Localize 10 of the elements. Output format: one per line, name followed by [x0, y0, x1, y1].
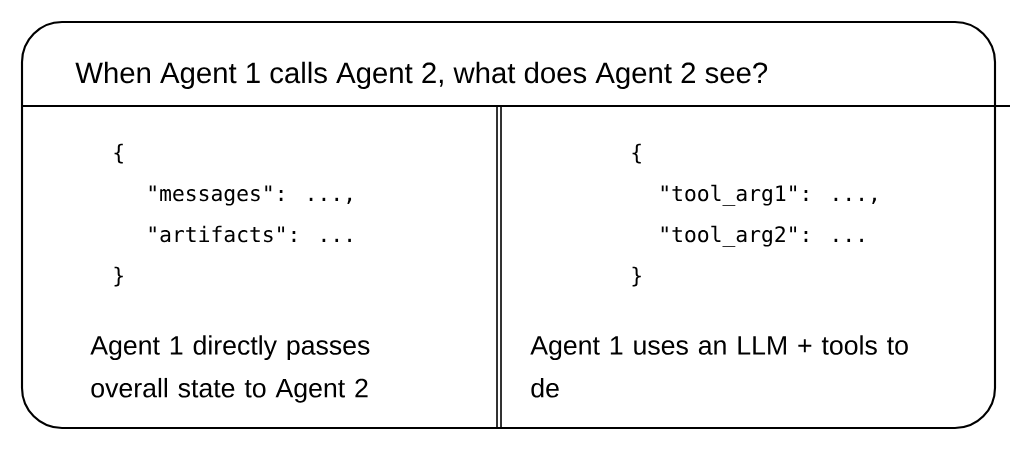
code-line: "artifacts": ... [149, 225, 351, 243]
code-line: "tool_arg2": ... [661, 225, 863, 248]
description-text: Agent 1 directly passes overall state to Agent 2 [90, 335, 370, 403]
code-line: "messages": ..., [149, 185, 352, 206]
code-line: } [632, 266, 641, 287]
description-text: Agent 1 uses an LLM + tools to de [530, 335, 908, 398]
code-line: { [632, 143, 641, 164]
code-line: "tool_arg1": ..., [661, 184, 876, 207]
code-line: } [114, 266, 123, 287]
code-line: { [114, 143, 123, 164]
